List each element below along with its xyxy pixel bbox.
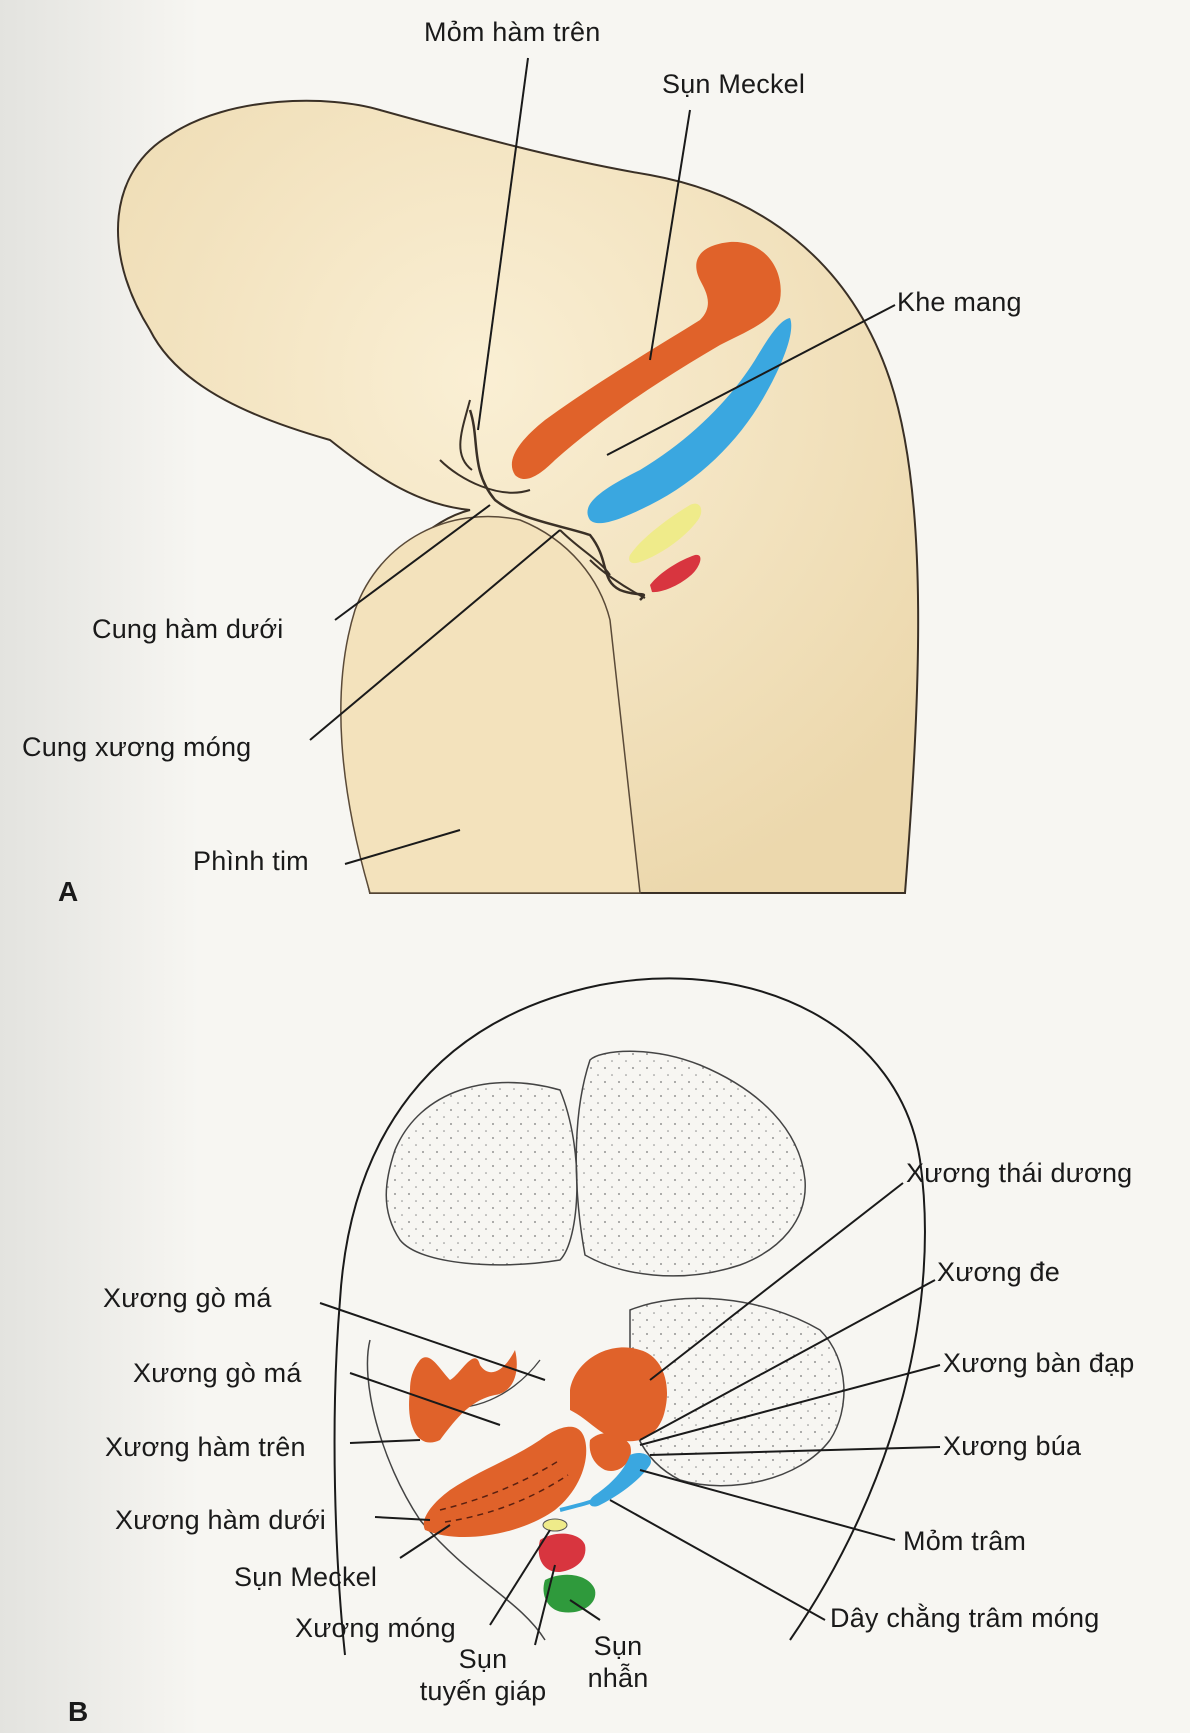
label-xuong-ham-duoi: Xương hàm dưới bbox=[115, 1505, 326, 1535]
label-mom-ham-tren: Mỏm hàm trên bbox=[424, 17, 601, 47]
fourth-arch-cartilage-shape bbox=[650, 554, 701, 593]
label-xuong-thai-duong: Xương thái dương bbox=[906, 1158, 1133, 1188]
thyroid-cartilage-shape bbox=[538, 1533, 586, 1573]
cricoid-cartilage-shape bbox=[543, 1574, 596, 1613]
label-sun-nhan: Sụn nhẫn bbox=[568, 1630, 668, 1694]
label-sun-nhan-line1: Sụn bbox=[593, 1631, 643, 1661]
styloid-shape bbox=[589, 1453, 651, 1507]
panel-letter-b: B bbox=[68, 1696, 89, 1727]
third-arch-cartilage-shape bbox=[629, 503, 702, 564]
label-sun-tuyen-giap-line2: tuyến giáp bbox=[419, 1676, 547, 1706]
label-mom-tram: Mỏm trâm bbox=[903, 1526, 1027, 1556]
label-sun-nhan-line2: nhẫn bbox=[587, 1663, 649, 1693]
label-sun-tuyen-giap: Sụn tuyến giáp bbox=[408, 1643, 558, 1707]
head-outline bbox=[333, 977, 926, 1656]
label-xuong-go-ma-1: Xương gò má bbox=[103, 1283, 272, 1313]
label-xuong-ham-tren: Xương hàm trên bbox=[105, 1432, 306, 1462]
label-day-chang-tram-mong: Dây chằng trâm móng bbox=[830, 1603, 1100, 1633]
panel-letter-a: A bbox=[58, 876, 79, 907]
label-sun-tuyen-giap-line1: Sụn bbox=[458, 1644, 508, 1674]
hyoid-shape bbox=[542, 1518, 568, 1532]
arch-folds bbox=[468, 409, 646, 601]
heart-bulge bbox=[340, 515, 641, 894]
panel-a-embryo bbox=[116, 57, 920, 894]
label-xuong-de: Xương đe bbox=[937, 1257, 1060, 1287]
label-sun-meckel-a: Sụn Meckel bbox=[662, 69, 806, 99]
label-cung-xuong-mong: Cung xương móng bbox=[22, 732, 252, 762]
label-phinh-tim: Phình tim bbox=[193, 846, 309, 876]
label-xuong-bua: Xương búa bbox=[943, 1431, 1082, 1461]
left-skull-region bbox=[385, 1081, 578, 1266]
mandible-shape bbox=[423, 1426, 587, 1538]
label-xuong-go-ma-2: Xương gò má bbox=[133, 1358, 302, 1388]
label-xuong-mong: Xương móng bbox=[295, 1613, 456, 1643]
second-arch-cartilage-shape bbox=[587, 318, 792, 524]
right-skull-region bbox=[575, 1050, 806, 1277]
panel-b-skull bbox=[319, 977, 941, 1656]
malleus-shape bbox=[589, 1433, 631, 1471]
maxilla-zygomatic-shape bbox=[409, 1350, 517, 1443]
label-sun-meckel-b: Sụn Meckel bbox=[234, 1562, 378, 1592]
temporal-region bbox=[628, 1297, 845, 1487]
meckel-cartilage-shape bbox=[511, 241, 781, 480]
label-khe-mang: Khe mang bbox=[897, 287, 1022, 317]
label-cung-ham-duoi: Cung hàm dưới bbox=[92, 614, 284, 644]
panel-a-leader-lines bbox=[309, 57, 896, 865]
incus-temporal-shape bbox=[570, 1347, 668, 1442]
label-xuong-ban-dap: Xương bàn đạp bbox=[943, 1348, 1135, 1378]
panel-b-leader-lines bbox=[319, 1182, 941, 1646]
